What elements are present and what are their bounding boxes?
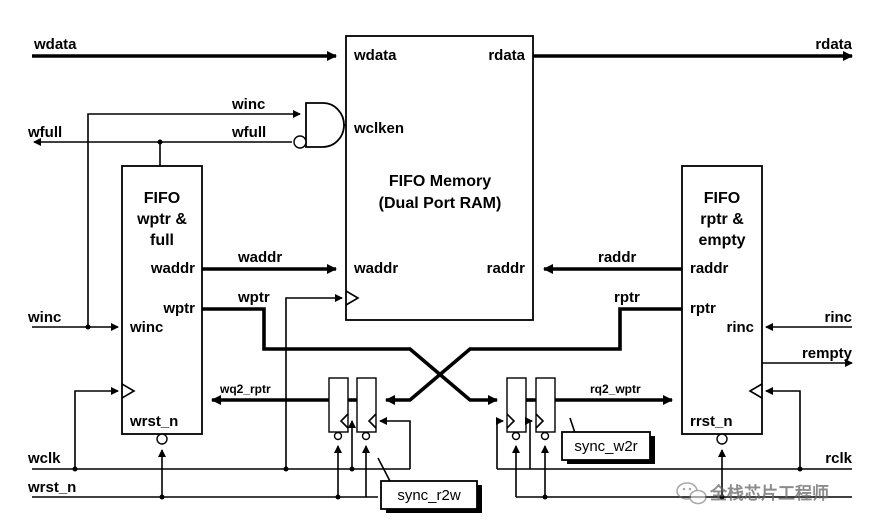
write-block-reset-bubble	[156, 433, 168, 445]
waddr-bus-label: waddr	[237, 249, 282, 266]
memory-port-rdata: rdata	[488, 47, 525, 64]
sync-r2w-ff2	[356, 377, 377, 433]
read-pointer-block	[681, 165, 763, 435]
read-block-title-line2: rptr &	[700, 211, 744, 228]
rinc-in-label: rinc	[824, 309, 852, 326]
read-block-port-rptr: rptr	[690, 300, 716, 317]
read-block-title-line3: empty	[698, 232, 745, 249]
winc-in-label: winc	[27, 309, 61, 326]
sync-w2r-label-box	[561, 431, 651, 461]
sync-r2w-label: sync_r2w	[397, 487, 461, 504]
wq2-rptr-label: wq2_rptr	[219, 382, 271, 396]
write-block-clock-triangle	[121, 383, 136, 399]
memory-port-waddr: waddr	[353, 260, 398, 277]
wfull-out-label: wfull	[27, 124, 62, 141]
read-block-port-raddr: raddr	[690, 260, 729, 277]
memory-title-line1: FIFO Memory	[389, 173, 491, 190]
sync-w2r-ff2	[535, 377, 556, 433]
wclken-and-gate	[305, 102, 345, 148]
winc-gate-label: winc	[231, 96, 265, 113]
wptr-bus-label: wptr	[237, 289, 270, 306]
wfull-gate-label: wfull	[231, 124, 266, 141]
read-block-clock-triangle	[748, 383, 763, 399]
wptr-bus	[202, 307, 498, 405]
wclk-label: wclk	[27, 450, 61, 467]
memory-clock-triangle	[345, 290, 360, 306]
rptr-bus	[385, 307, 682, 405]
memory-title-line2: (Dual Port RAM)	[379, 195, 502, 212]
sync-w2r-ff1	[506, 377, 527, 433]
watermark-text: 全栈芯片工程师	[709, 483, 829, 503]
raddr-bus-label: raddr	[598, 249, 637, 266]
fifo-memory-block	[345, 35, 534, 321]
memory-port-raddr: raddr	[487, 260, 526, 277]
rdata-label: rdata	[815, 36, 852, 53]
rq2-wptr-label: rq2_wptr	[590, 382, 641, 396]
write-block-title-line3: full	[150, 232, 174, 249]
write-pointer-block	[121, 165, 203, 435]
sync-r2w-label-box	[380, 480, 478, 510]
rptr-bus-label: rptr	[614, 289, 640, 306]
write-block-port-winc: winc	[129, 319, 163, 336]
wfull-inverter-bubble	[293, 135, 307, 149]
read-block-port-rinc: rinc	[726, 319, 754, 336]
rclk-label: rclk	[825, 450, 852, 467]
read-block-port-rrst-n: rrst_n	[690, 413, 733, 430]
wechat-icon	[676, 482, 707, 505]
write-block-title-line2: wptr &	[136, 211, 187, 228]
write-block-port-wptr: wptr	[162, 300, 195, 317]
write-block-title-line1: FIFO	[144, 190, 180, 207]
write-block-port-wrst-n: wrst_n	[129, 413, 178, 430]
wdata-label: wdata	[33, 36, 77, 53]
rempty-out-label: rempty	[802, 345, 853, 362]
read-block-reset-bubble	[716, 433, 728, 445]
memory-port-wclken: wclken	[353, 120, 404, 137]
sync-r2w-ff1	[328, 377, 349, 433]
write-block-port-waddr: waddr	[150, 260, 195, 277]
memory-port-wdata: wdata	[353, 47, 397, 64]
wrst-n-label: wrst_n	[27, 479, 76, 496]
read-block-title-line1: FIFO	[704, 190, 740, 207]
sync-w2r-label: sync_w2r	[574, 438, 637, 455]
